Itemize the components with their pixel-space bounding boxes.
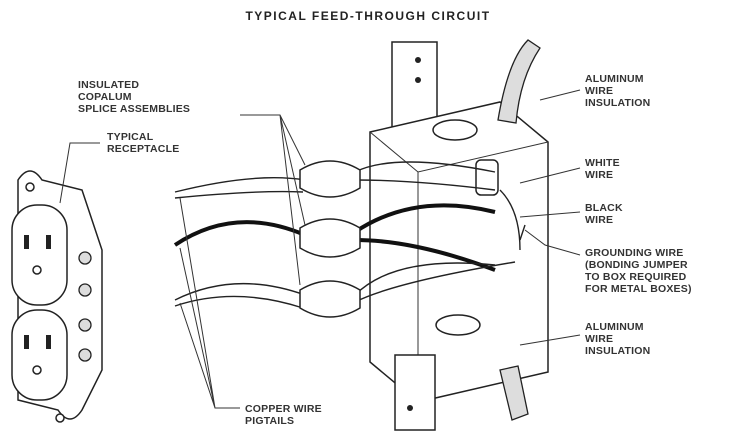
label-copper-pigtails: COPPER WIRE PIGTAILS — [245, 403, 325, 427]
receptacle-illustration — [11, 170, 103, 423]
splice-1 — [299, 160, 361, 198]
label-grounding-wire: GROUNDING WIRE (BONDING JUMPER TO BOX RE… — [585, 247, 692, 295]
label-white-wire: WHITE WIRE — [585, 157, 623, 181]
label-black-wire: BLACK WIRE — [585, 202, 626, 226]
leader-lines — [59, 89, 581, 409]
splice-3 — [299, 280, 361, 318]
label-typical-receptacle: TYPICAL RECEPTACLE — [107, 131, 179, 155]
splice-assemblies — [299, 160, 361, 318]
splice-2 — [299, 218, 361, 258]
wires — [173, 161, 526, 309]
label-splice-assemblies: INSULATED COPALUM SPLICE ASSEMBLIES — [78, 79, 190, 115]
diagram-title: TYPICAL FEED-THROUGH CIRCUIT — [245, 9, 490, 23]
label-aluminum-insulation-bottom: ALUMINUM WIRE INSULATION — [585, 321, 650, 357]
metal-box-illustration — [369, 39, 549, 431]
label-aluminum-insulation-top: ALUMINUM WIRE INSULATION — [585, 73, 650, 109]
